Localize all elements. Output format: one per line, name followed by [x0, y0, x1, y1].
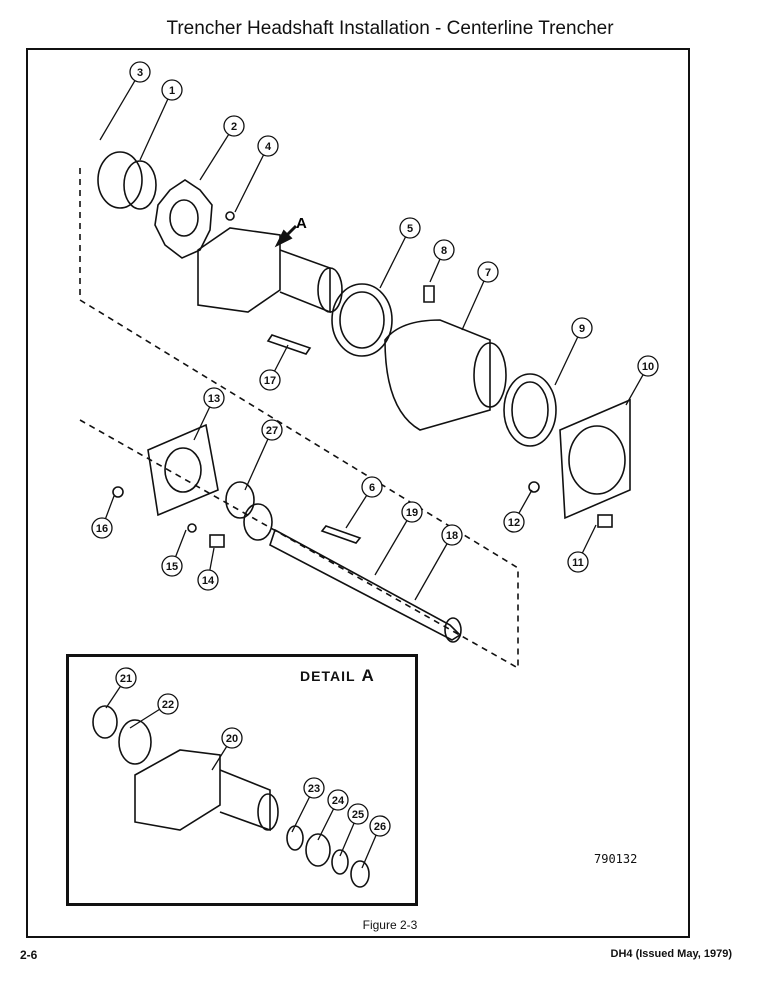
- figure-caption: Figure 2-3: [362, 918, 418, 932]
- sprocket-part: [154, 179, 213, 259]
- callout-number-14: 14: [202, 575, 215, 587]
- detail-housing-part: [134, 749, 221, 831]
- callout-number-4: 4: [265, 141, 272, 153]
- detail-pointer-arrow: [274, 224, 298, 248]
- callout-number-8: 8: [441, 245, 447, 257]
- callout-number-12: 12: [508, 517, 520, 529]
- callout-balloon-8: [433, 239, 455, 261]
- callout-number-2: 2: [231, 121, 237, 133]
- callout-number-10: 10: [642, 361, 654, 373]
- callout-balloon-14: [197, 569, 219, 591]
- callout-balloon-18: [441, 524, 463, 546]
- mounting-plate-part: [559, 398, 631, 520]
- callout-leader-3: [99, 71, 141, 141]
- callout-number-26: 26: [374, 821, 386, 833]
- callout-number-3: 3: [137, 67, 143, 79]
- callout-balloon-15: [161, 555, 183, 577]
- callout-balloon-4: [257, 135, 279, 157]
- callout-number-5: 5: [407, 223, 413, 235]
- callout-number-16: 16: [96, 523, 108, 535]
- callout-balloon-13: [203, 387, 225, 409]
- seal-ring-part: [331, 283, 393, 357]
- callout-leader-4: [234, 145, 269, 213]
- callout-number-9: 9: [579, 323, 585, 335]
- callout-number-1: 1: [169, 85, 175, 97]
- callout-leader-27: [244, 429, 273, 491]
- callout-balloon-16: [91, 517, 113, 539]
- callout-number-25: 25: [352, 809, 364, 821]
- callout-balloon-7: [477, 261, 499, 283]
- callout-balloon-10: [637, 355, 659, 377]
- housing-block-part: [197, 227, 281, 313]
- callout-balloon-5: [399, 217, 421, 239]
- callout-number-17: 17: [264, 375, 276, 387]
- callout-leader-5: [379, 227, 411, 289]
- detail-letter: A: [361, 666, 375, 685]
- callout-balloon-12: [503, 511, 525, 533]
- key-part: [266, 334, 312, 355]
- doc-reference: DH4 (Issued May, 1979): [610, 948, 732, 960]
- callout-balloon-26: [369, 815, 391, 837]
- detail-a-box: [66, 654, 418, 906]
- callout-balloon-2: [223, 115, 245, 137]
- callout-number-24: 24: [332, 795, 345, 807]
- bolt-part: [423, 285, 435, 303]
- callout-balloon-1: [161, 79, 183, 101]
- callout-number-7: 7: [485, 267, 491, 279]
- page-number: 2-6: [20, 948, 38, 962]
- callout-number-23: 23: [308, 783, 320, 795]
- pointer-letter: A: [296, 215, 307, 232]
- callout-number-13: 13: [208, 393, 220, 405]
- callout-number-20: 20: [226, 733, 238, 745]
- callout-balloon-6: [361, 476, 383, 498]
- callout-balloon-24: [327, 789, 349, 811]
- callout-balloon-20: [221, 727, 243, 749]
- bearing-plate-part: [147, 423, 219, 517]
- callout-leader-19: [374, 511, 413, 576]
- bushing-part: [225, 481, 255, 519]
- collar-part: [503, 373, 557, 447]
- callout-balloon-27: [261, 419, 283, 441]
- callout-balloon-19: [401, 501, 423, 523]
- figure-frame: [26, 48, 690, 938]
- callout-balloon-25: [347, 803, 369, 825]
- assembly-boundary: [79, 168, 519, 670]
- detail-label: DETAIL: [300, 668, 356, 684]
- headshaft-part: [269, 528, 462, 641]
- page-title: Trencher Headshaft Installation - Center…: [166, 18, 614, 39]
- callout-leader-1: [139, 89, 173, 161]
- callout-number-11: 11: [572, 557, 584, 569]
- callout-number-27: 27: [266, 425, 278, 437]
- bearing-flange-part: [97, 151, 143, 209]
- callout-number-21: 21: [120, 673, 132, 685]
- callout-number-19: 19: [406, 507, 418, 519]
- callout-number-15: 15: [166, 561, 178, 573]
- flange-housing-part: [384, 319, 491, 431]
- callout-balloon-23: [303, 777, 325, 799]
- detail-snap-ring-part: [92, 705, 118, 739]
- drawing-number: 790132: [594, 852, 638, 866]
- callout-number-18: 18: [446, 530, 458, 542]
- callout-leader-18: [414, 534, 453, 601]
- callout-balloon-17: [259, 369, 281, 391]
- detail-heading: DETAIL A: [300, 666, 375, 686]
- callout-balloon-21: [115, 667, 137, 689]
- callout-number-22: 22: [162, 699, 174, 711]
- callout-balloon-3: [129, 61, 151, 83]
- detail-needle-bearing-part: [118, 719, 152, 765]
- callout-balloon-22: [157, 693, 179, 715]
- callout-balloon-11: [567, 551, 589, 573]
- callout-balloon-9: [571, 317, 593, 339]
- callout-number-6: 6: [369, 482, 375, 494]
